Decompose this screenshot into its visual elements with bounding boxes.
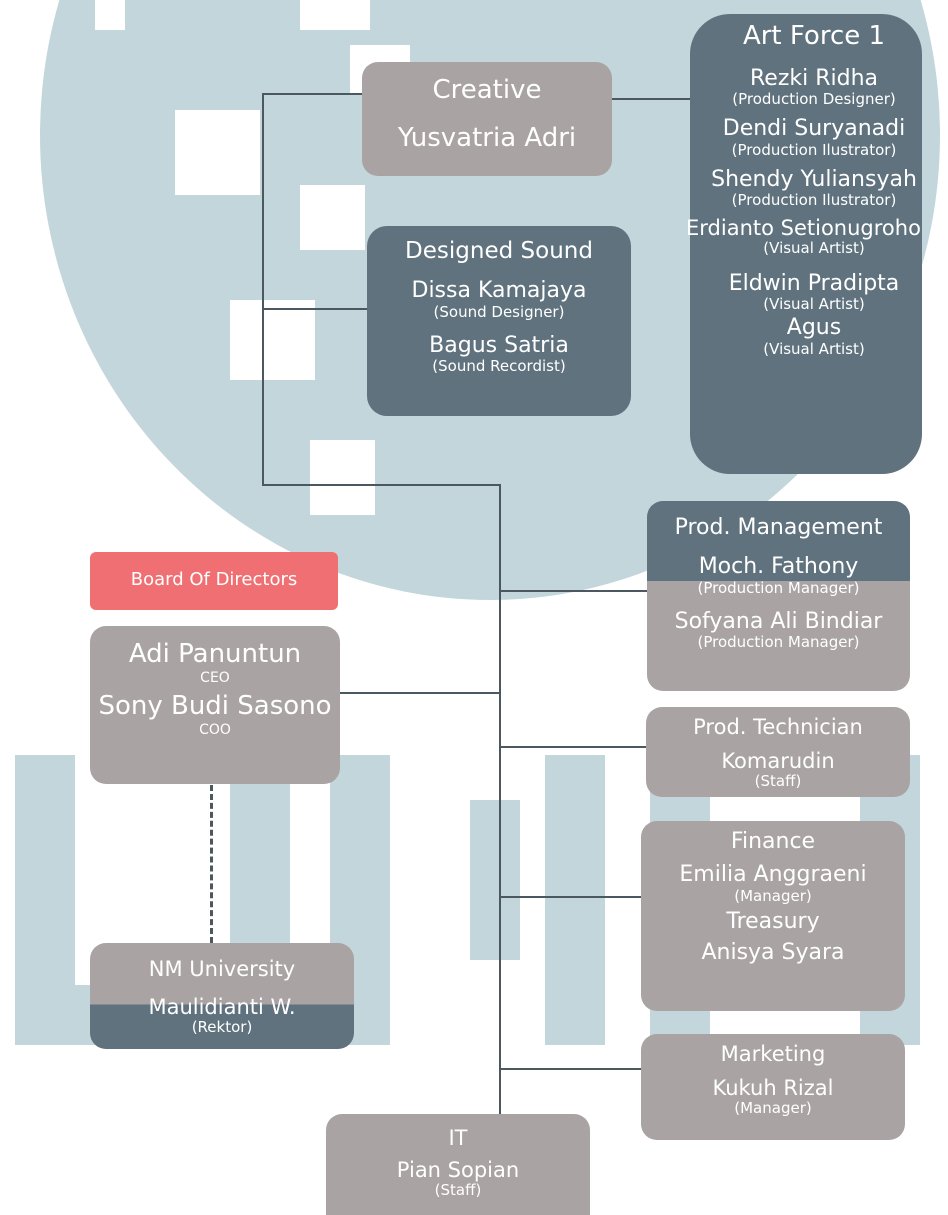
art-force-member-name: Dendi Suryanadi — [722, 116, 906, 142]
art-force-member-role: (Production Designer) — [732, 90, 896, 109]
prod-management-member-name: Moch. Fathony — [698, 554, 859, 580]
marketing-title: Marketing — [720, 1042, 826, 1066]
designed-sound-box: Designed Sound Dissa Kamajaya (Sound Des… — [367, 226, 631, 416]
watermark-square — [300, 0, 370, 30]
prod-management-title: Prod. Management — [674, 515, 883, 540]
sound-title: Designed Sound — [405, 238, 593, 264]
watermark-letter-m-right — [545, 755, 605, 1045]
watermark-square — [300, 185, 365, 250]
prod-management-member-name: Sofyana Ali Bindiar — [674, 608, 883, 634]
sound-member-name: Bagus Satria — [429, 332, 569, 358]
board-of-directors-label: Board Of Directors — [90, 552, 338, 610]
it-title: IT — [448, 1126, 468, 1150]
dashed-connector — [210, 785, 213, 943]
finance-manager-name: Emilia Anggraeni — [679, 862, 867, 888]
sound-member-role: (Sound Designer) — [433, 302, 565, 321]
art-force-background — [690, 14, 922, 474]
prod-management-member-role: (Production Manager) — [697, 578, 860, 597]
ceo-name: Adi Panuntun — [128, 639, 302, 669]
coo-name: Sony Budi Sasono — [98, 690, 332, 721]
watermark-square — [175, 110, 260, 195]
marketing-manager-role: (Manager) — [734, 1099, 812, 1118]
connector-line — [262, 93, 264, 485]
finance-box: Finance Emilia Anggraeni (Manager) Treas… — [641, 821, 905, 1011]
art-force-box: Art Force 1 Rezki Ridha (Production Desi… — [686, 14, 948, 474]
art-force-member-role: (Visual Artist) — [763, 238, 865, 257]
university-head-role: (Rektor) — [191, 1018, 253, 1037]
art-force-member-name: Agus — [786, 315, 842, 341]
prod-management-box: Prod. Management Moch. Fathony (Producti… — [647, 501, 910, 691]
sound-member-name: Dissa Kamajaya — [411, 278, 587, 304]
connector-line — [499, 896, 642, 898]
art-force-member-name: Erdianto Setionugroho — [686, 215, 921, 240]
marketing-box: Marketing Kukuh Rizal (Manager) — [641, 1034, 905, 1140]
it-staff-name: Pian Sopian — [396, 1158, 520, 1183]
connector-line — [499, 590, 649, 592]
art-force-member-role: (Production Ilustrator) — [731, 140, 897, 159]
connector-line — [340, 692, 500, 694]
university-box: NM University Maulidianti W. (Rektor) — [90, 943, 354, 1049]
connector-line — [262, 484, 500, 486]
creative-title: Creative — [432, 75, 542, 105]
ceo-title: CEO — [200, 669, 230, 686]
art-force-member-role: (Visual Artist) — [763, 339, 865, 358]
connector-line — [262, 308, 368, 310]
executives-box: Adi Panuntun CEO Sony Budi Sasono COO — [90, 626, 340, 784]
prod-technician-name: Komarudin — [721, 749, 835, 774]
watermark-square — [95, 0, 125, 30]
treasury-title: Treasury — [726, 908, 820, 934]
sound-member-role: (Sound Recordist) — [432, 357, 566, 376]
art-force-member-name: Shendy Yuliansyah — [711, 166, 917, 192]
it-staff-role: (Staff) — [434, 1181, 482, 1200]
prod-technician-title: Prod. Technician — [693, 715, 863, 739]
board-label-text: Board Of Directors — [130, 569, 298, 590]
connector-line — [612, 98, 690, 100]
prod-technician-role: (Staff) — [754, 772, 802, 791]
finance-title: Finance — [730, 829, 816, 854]
university-head-name: Maulidianti W. — [148, 995, 296, 1020]
art-force-member-name: Rezki Ridha — [749, 65, 878, 91]
watermark-square — [230, 300, 315, 380]
art-force-member-role: (Production Ilustrator) — [731, 191, 897, 210]
finance-manager-role: (Manager) — [734, 886, 812, 905]
creative-name: Yusvatria Adri — [397, 122, 577, 153]
prod-management-member-role: (Production Manager) — [697, 633, 860, 652]
watermark-square — [310, 440, 375, 515]
prod-technician-box: Prod. Technician Komarudin (Staff) — [646, 707, 910, 797]
connector-line — [262, 93, 364, 95]
connector-line — [499, 746, 647, 748]
watermark-letter-m-mid — [470, 800, 520, 960]
university-title: NM University — [148, 957, 296, 981]
art-force-member-role: (Visual Artist) — [763, 295, 865, 314]
marketing-manager-name: Kukuh Rizal — [712, 1076, 834, 1101]
it-box: IT Pian Sopian (Staff) — [326, 1114, 590, 1215]
coo-title: COO — [199, 721, 231, 738]
treasury-name: Anisya Syara — [701, 940, 845, 966]
art-force-member-name: Eldwin Pradipta — [728, 270, 900, 296]
creative-box: Creative Yusvatria Adri — [362, 62, 612, 176]
connector-line — [499, 484, 501, 1116]
art-force-title: Art Force 1 — [742, 21, 886, 51]
connector-line — [499, 1068, 642, 1070]
